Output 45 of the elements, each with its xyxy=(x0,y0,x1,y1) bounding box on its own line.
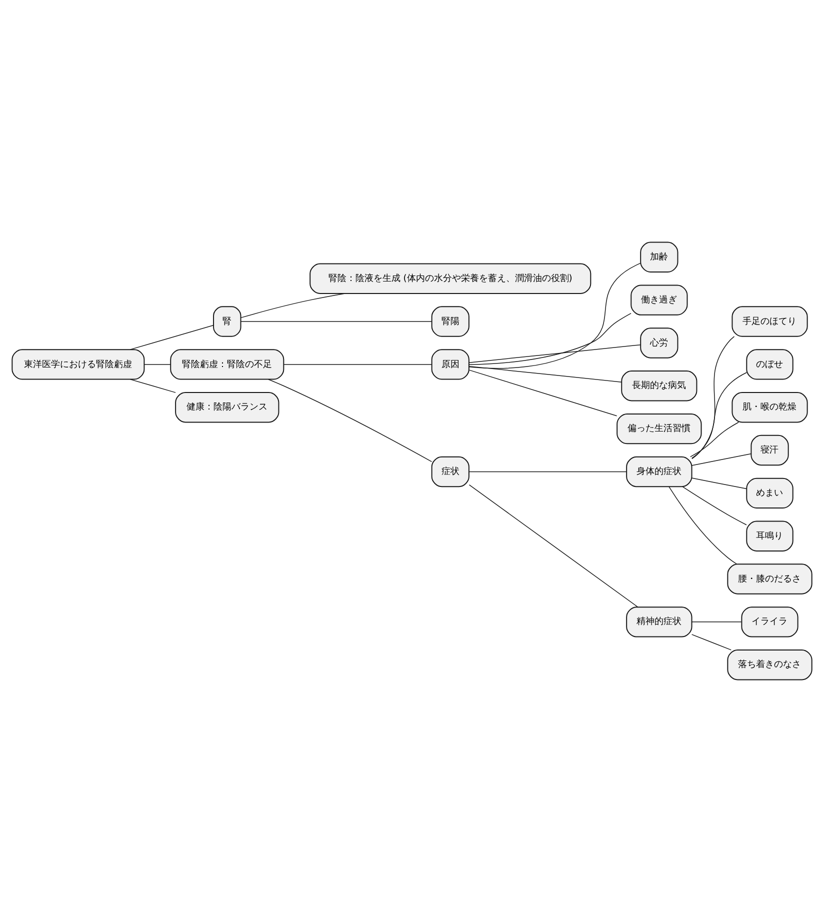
connector xyxy=(240,292,346,318)
connector xyxy=(690,421,739,457)
node-box: 心労 xyxy=(640,327,678,358)
node-box: のぼせ xyxy=(746,348,794,380)
node-box: 長期的な病気 xyxy=(621,370,698,401)
connector xyxy=(691,477,747,489)
node-box: 腎陰：陰液を生成 (体内の水分や栄養を蓄え、潤滑油の役割) xyxy=(310,262,592,294)
node-box: 働き過ぎ xyxy=(630,284,688,315)
node-box: 原因 xyxy=(431,348,470,380)
node-box: 耳鳴り xyxy=(746,520,794,551)
connector xyxy=(240,320,432,322)
connector xyxy=(268,378,432,462)
node-box: 健康：陰陽バランス xyxy=(175,392,280,422)
node-box: 身体的症状 xyxy=(626,456,692,487)
node-box: イライラ xyxy=(741,606,798,637)
connector xyxy=(130,378,176,392)
connector xyxy=(130,324,214,350)
connector xyxy=(468,262,641,368)
connector xyxy=(468,344,641,362)
node-box: 東洋医学における腎陰虧虚 xyxy=(12,348,145,380)
node-box: 寝汗 xyxy=(750,434,789,466)
node-box: 偏った生活習慣 xyxy=(616,412,702,444)
connector xyxy=(468,369,618,416)
connector xyxy=(691,372,748,458)
connector xyxy=(692,336,735,459)
connector xyxy=(468,365,622,382)
node-box: めまい xyxy=(746,477,794,508)
connector xyxy=(691,452,752,466)
connector xyxy=(468,484,638,607)
node-box: 加齢 xyxy=(640,241,678,272)
node-box: 腎 xyxy=(213,306,242,336)
node-box: 落ち着きのなさ xyxy=(727,649,812,680)
connector xyxy=(691,634,732,650)
node-box: 精神的症状 xyxy=(626,606,692,637)
connector xyxy=(468,312,632,364)
node-box: 腰・膝のだるさ xyxy=(727,563,812,594)
node-box: 腎陽 xyxy=(431,306,470,336)
connector xyxy=(682,486,747,525)
connector xyxy=(691,621,742,622)
node-box: 症状 xyxy=(431,456,470,487)
connector xyxy=(668,486,738,564)
node-box: 腎陰虧虚：腎陰の不足 xyxy=(170,348,284,380)
node-box: 肌・喉の乾燥 xyxy=(732,392,808,422)
node-box: 手足のほてり xyxy=(732,306,808,336)
connector xyxy=(468,470,627,472)
